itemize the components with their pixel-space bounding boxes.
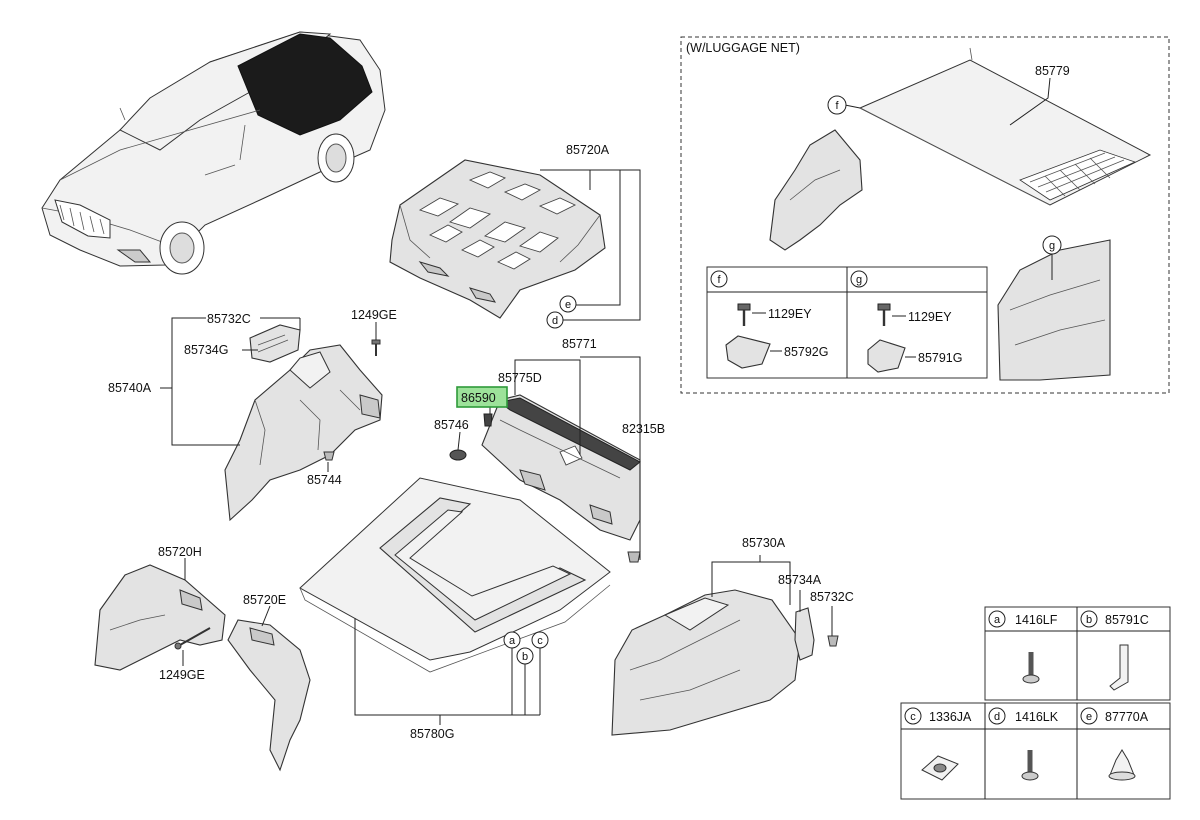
detail-g-bracket: 85791G <box>918 351 962 365</box>
legend-d-part: 1416LK <box>1015 710 1059 724</box>
legend-a-key: a <box>994 614 1001 626</box>
label-85775D: 85775D <box>498 371 542 385</box>
callout-g: g <box>1049 240 1055 252</box>
clip-icon <box>323 451 335 461</box>
legend-d-key: d <box>994 711 1000 723</box>
label-85779: 85779 <box>1035 64 1070 78</box>
callout-e: e <box>565 299 571 311</box>
nut-icon <box>921 755 959 781</box>
highlight-86590 <box>456 386 508 408</box>
fastener-legend: a 1416LF b 85791C c 1336JA d 1416LK e 87… <box>900 606 1171 800</box>
bolt-icon <box>737 303 751 326</box>
clip-85746 <box>449 449 467 461</box>
part-labels: 85720A 85771 85775D 86590 85746 82315B 8… <box>108 143 854 741</box>
label-85730A: 85730A <box>742 536 786 550</box>
part-85730A <box>611 589 801 736</box>
bolt-icon <box>1021 750 1039 781</box>
label-85720H: 85720H <box>158 545 202 559</box>
part-85771 <box>481 394 641 541</box>
detail-g-key: g <box>856 274 862 286</box>
legend-e-key: e <box>1086 711 1092 723</box>
bracket-icon <box>867 339 906 373</box>
callout-b: b <box>522 651 528 663</box>
clip-86590 <box>483 413 493 427</box>
bracket-icon <box>725 335 771 369</box>
label-85780G: 85780G <box>410 727 454 741</box>
callouts-main: e d a b c <box>503 295 577 665</box>
part-85720A <box>389 159 606 319</box>
part-85740A <box>224 344 383 522</box>
part-85734A <box>794 607 815 661</box>
part-85734G <box>249 324 301 363</box>
label-85740A: 85740A <box>108 381 152 395</box>
label-85771: 85771 <box>562 337 597 351</box>
legend-a-part: 1416LF <box>1015 613 1058 627</box>
part-85720H <box>94 564 226 671</box>
bolt-icon <box>174 627 211 650</box>
leader-lines <box>160 169 833 725</box>
callout-f: f <box>835 100 839 112</box>
bolt-icon <box>1022 652 1040 684</box>
label-85732C-right: 85732C <box>810 590 854 604</box>
label-82315B: 82315B <box>622 422 665 436</box>
luggage-net-inset: (W/LUGGAGE NET) 85779 f g f g 1129E <box>680 36 1170 394</box>
car-icon <box>41 31 386 275</box>
part-85780G <box>299 477 611 673</box>
callout-d: d <box>552 315 558 327</box>
label-85720E: 85720E <box>243 593 286 607</box>
callout-a: a <box>509 635 516 647</box>
part-85720E <box>227 619 311 772</box>
label-86590[interactable]: 86590 <box>461 391 496 405</box>
label-1249GE-top: 1249GE <box>351 308 397 322</box>
detail-f-bolt: 1129EY <box>768 307 812 321</box>
inset-title: (W/LUGGAGE NET) <box>686 41 800 55</box>
label-85732C-left: 85732C <box>207 312 251 326</box>
clip-82315B <box>627 551 641 563</box>
detail-f-key: f <box>717 274 721 286</box>
detail-f-bracket: 85792G <box>784 345 828 359</box>
bolt-icon <box>371 339 381 356</box>
label-85744: 85744 <box>307 473 342 487</box>
legend-b-part: 85791C <box>1105 613 1149 627</box>
legend-c-part: 1336JA <box>929 710 972 724</box>
clip-icon <box>827 635 839 647</box>
legend-c-key: c <box>910 711 916 723</box>
legend-e-part: 87770A <box>1105 710 1149 724</box>
label-1249GE-bottom: 1249GE <box>159 668 205 682</box>
label-85734A: 85734A <box>778 573 822 587</box>
detail-g-bolt: 1129EY <box>908 310 952 324</box>
clip-icon <box>1108 749 1136 781</box>
bolt-icon <box>877 303 891 326</box>
label-85720A: 85720A <box>566 143 610 157</box>
label-85734G: 85734G <box>184 343 228 357</box>
label-85746: 85746 <box>434 418 469 432</box>
clip-icon <box>1109 644 1129 691</box>
callout-c: c <box>537 635 543 647</box>
legend-b-key: b <box>1086 614 1092 626</box>
